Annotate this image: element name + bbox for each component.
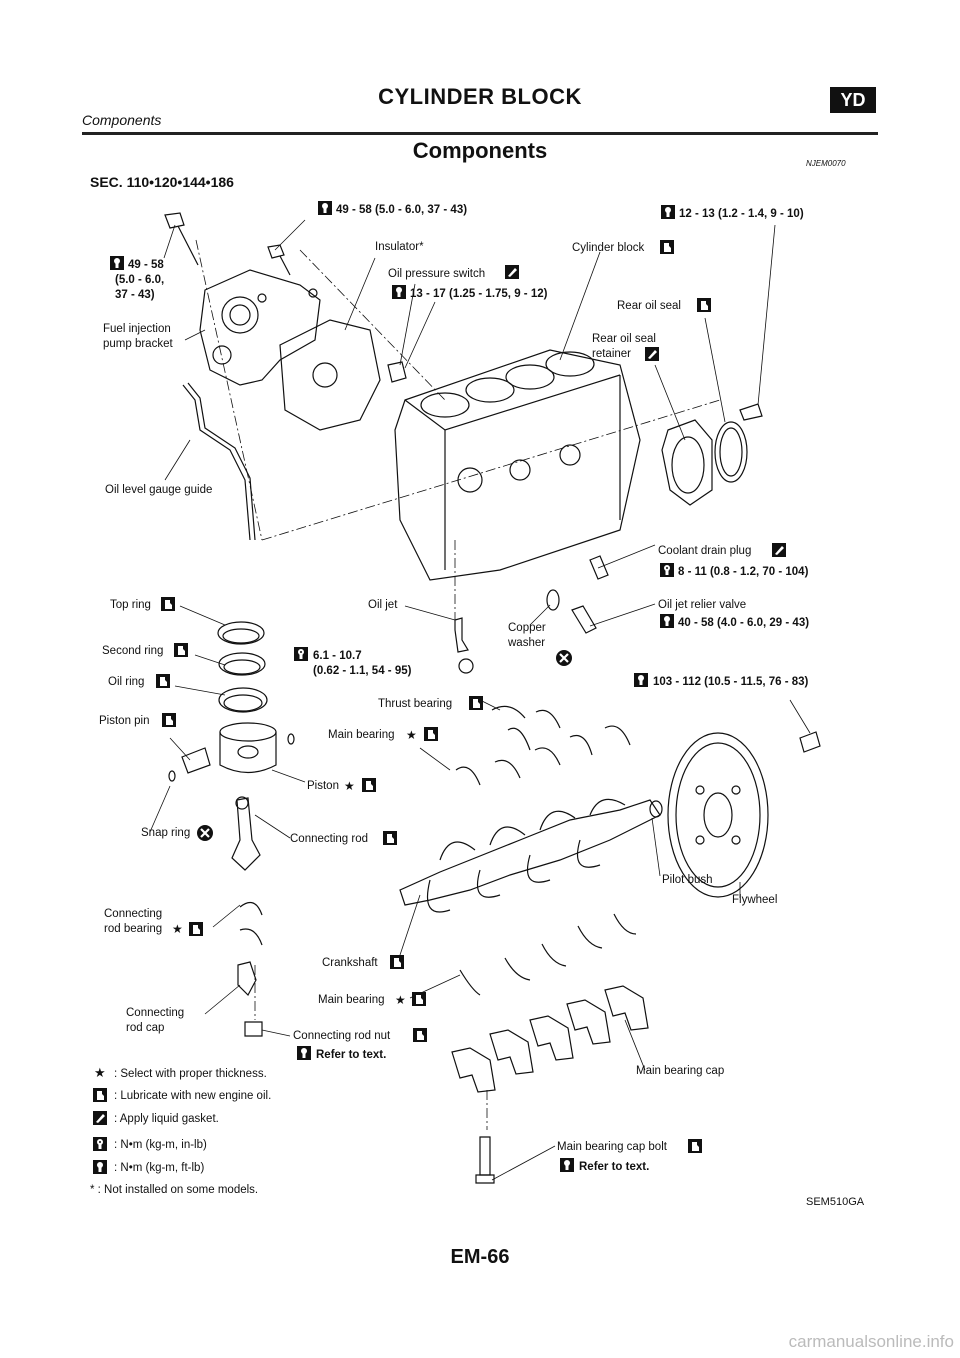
label-fip-bracket-2: pump bracket: [103, 338, 173, 350]
header-divider: [82, 132, 878, 135]
label-crankshaft: Crankshaft: [322, 957, 378, 969]
label-piston: Piston: [307, 780, 339, 792]
label-oil-ring: Oil ring: [108, 676, 144, 688]
star-icon: ★: [395, 993, 406, 1007]
torque-fip-left-1: 49 - 58: [128, 259, 164, 271]
legend-nm-ft: : N•m (kg-m, ft-lb): [114, 1162, 204, 1174]
label-con-rod-nut: Connecting rod nut: [293, 1030, 391, 1042]
page-header-title: CYLINDER BLOCK: [378, 84, 582, 109]
torque-oil-jet-1: 6.1 - 10.7: [313, 650, 362, 662]
legend-note: * : Not installed on some models.: [90, 1184, 258, 1196]
label-thrust-bearing: Thrust bearing: [378, 698, 452, 710]
label-connecting-rod: Connecting rod: [290, 833, 368, 845]
label-copper-washer-1: Copper: [508, 622, 546, 634]
label-rear-oil-seal-retainer-1: Rear oil seal: [592, 333, 656, 345]
engine-code-badge: YD: [830, 87, 876, 113]
label-con-rod-bearing-1: Connecting: [104, 908, 162, 920]
torque-refer-rod-nut: Refer to text.: [316, 1049, 386, 1061]
torque-coolant-drain-plug: 8 - 11 (0.8 - 1.2, 70 - 104): [678, 566, 809, 578]
label-top-ring: Top ring: [110, 599, 151, 611]
label-cylinder-block: Cylinder block: [572, 242, 644, 254]
torque-fip-left-2: (5.0 - 6.0,: [115, 274, 164, 286]
label-oil-pressure-switch: Oil pressure switch: [388, 268, 485, 280]
page-number: EM-66: [450, 1246, 510, 1268]
star-icon: ★: [406, 728, 417, 742]
torque-refer-cap-bolt: Refer to text.: [579, 1161, 649, 1173]
figure-id: SEM510GA: [806, 1196, 865, 1208]
label-main-bearing-upper: Main bearing: [328, 729, 394, 741]
reference-code: NJEM0070: [806, 159, 846, 168]
label-second-ring: Second ring: [102, 645, 163, 657]
label-main-bearing-cap-bolt: Main bearing cap bolt: [557, 1141, 668, 1153]
legend-gasket: : Apply liquid gasket.: [114, 1113, 219, 1125]
torque-oil-jet-relief-valve: 40 - 58 (4.0 - 6.0, 29 - 43): [678, 617, 809, 629]
section-title: Components: [412, 138, 548, 163]
legend-star-icon: ★: [94, 1066, 106, 1081]
label-rear-oil-seal-retainer-2: retainer: [592, 348, 631, 360]
label-oil-jet: Oil jet: [368, 599, 398, 611]
torque-oil-jet-2: (0.62 - 1.1, 54 - 95): [313, 665, 412, 677]
torque-fip-bolt-top: 49 - 58 (5.0 - 6.0, 37 - 43): [336, 204, 467, 216]
label-snap-ring: Snap ring: [141, 827, 190, 839]
label-copper-washer-2: washer: [507, 637, 545, 649]
torque-rear-bolt: 12 - 13 (1.2 - 1.4, 9 - 10): [679, 208, 804, 220]
label-insulator: Insulator*: [375, 241, 424, 253]
legend-lubricate: : Lubricate with new engine oil.: [114, 1090, 271, 1102]
label-oil-level-gauge-guide: Oil level gauge guide: [105, 484, 212, 496]
label-fip-bracket-1: Fuel injection: [103, 323, 171, 335]
page-header-subtitle: Components: [82, 112, 162, 128]
legend-star: : Select with proper thickness.: [114, 1068, 267, 1080]
label-pilot-bush: Pilot bush: [662, 874, 713, 886]
label-flywheel: Flywheel: [732, 894, 777, 906]
label-main-bearing-cap: Main bearing cap: [636, 1065, 724, 1077]
star-icon: ★: [172, 922, 183, 936]
label-coolant-drain-plug: Coolant drain plug: [658, 545, 751, 557]
label-rear-oil-seal: Rear oil seal: [617, 300, 681, 312]
label-oil-jet-relief-valve: Oil jet relier valve: [658, 599, 746, 611]
torque-flywheel-bolt: 103 - 112 (10.5 - 11.5, 76 - 83): [653, 676, 809, 688]
torque-oil-pressure-switch: 13 - 17 (1.25 - 1.75, 9 - 12): [410, 288, 548, 300]
section-numbers: SEC. 110•120•144•186: [90, 174, 234, 190]
label-main-bearing-lower: Main bearing: [318, 994, 384, 1006]
label-con-rod-cap-2: rod cap: [126, 1022, 164, 1034]
label-piston-pin: Piston pin: [99, 715, 150, 727]
watermark: carmanualsonline.info: [788, 1332, 954, 1351]
label-con-rod-bearing-2: rod bearing: [104, 923, 162, 935]
torque-fip-left-3: 37 - 43): [115, 289, 155, 301]
legend-nm-in: : N•m (kg-m, in-lb): [114, 1139, 207, 1151]
label-con-rod-cap-1: Connecting: [126, 1007, 184, 1019]
star-icon: ★: [344, 779, 355, 793]
